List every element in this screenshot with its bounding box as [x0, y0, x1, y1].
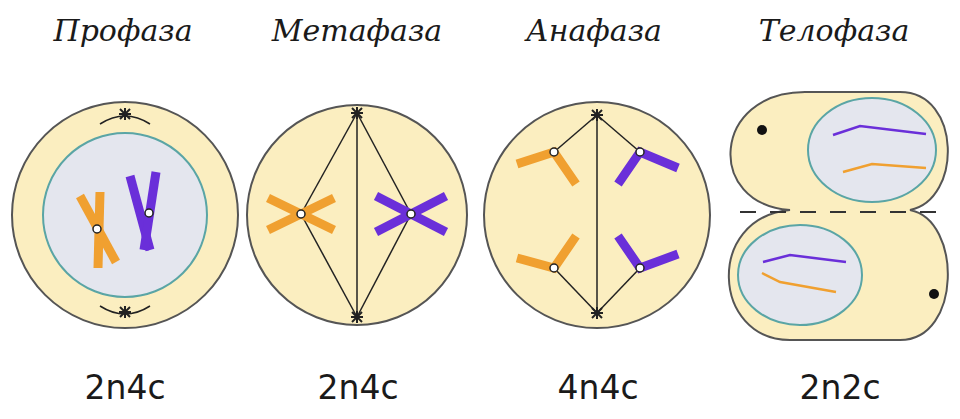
phase-title: Телофаза	[759, 14, 910, 47]
anaphase-cell	[484, 102, 710, 328]
metaphase-cell	[247, 105, 467, 325]
chromosome-formula: 2n4c	[84, 370, 165, 406]
prophase-cell	[12, 102, 238, 328]
telophase-cell	[729, 92, 948, 340]
phase-title: Профаза	[53, 14, 192, 47]
phase-title: Метафаза	[272, 14, 442, 47]
phase-title: Анафаза	[526, 14, 662, 47]
chromosome-formula: 2n2c	[799, 370, 880, 406]
chromosome-formula: 4n4c	[557, 370, 638, 406]
chromosome-formula: 2n4c	[317, 370, 398, 406]
